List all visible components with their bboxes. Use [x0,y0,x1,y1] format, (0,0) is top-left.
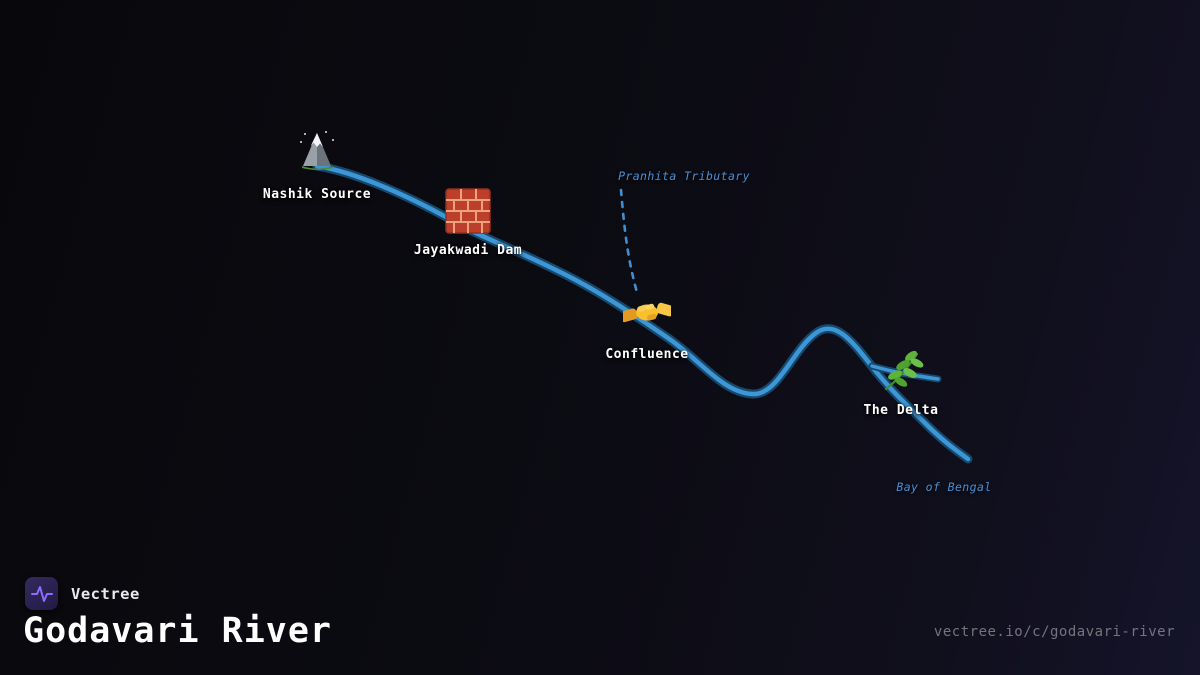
herb-icon [878,347,925,394]
brand-row: Vectree [25,577,140,610]
node-label: Confluence [605,347,689,362]
handshake-icon [619,293,675,333]
vectree-logo [25,577,58,610]
node-label: The Delta [863,403,939,418]
annotation-pranhita-tributary: Pranhita Tributary [618,169,750,183]
page-title: Godavari River [23,611,333,651]
node-label: Jayakwadi Dam [413,243,523,258]
annotation-bay-of-bengal: Bay of Bengal [896,480,992,494]
share-url: vectree.io/c/godavari-river [933,624,1175,640]
brick-wall-icon [445,188,491,234]
node-label: Nashik Source [262,187,372,202]
waveform-icon [30,585,53,602]
brand-name: Vectree [71,584,140,603]
tributary-dashed-line [619,188,640,298]
mountain-icon [293,128,341,172]
